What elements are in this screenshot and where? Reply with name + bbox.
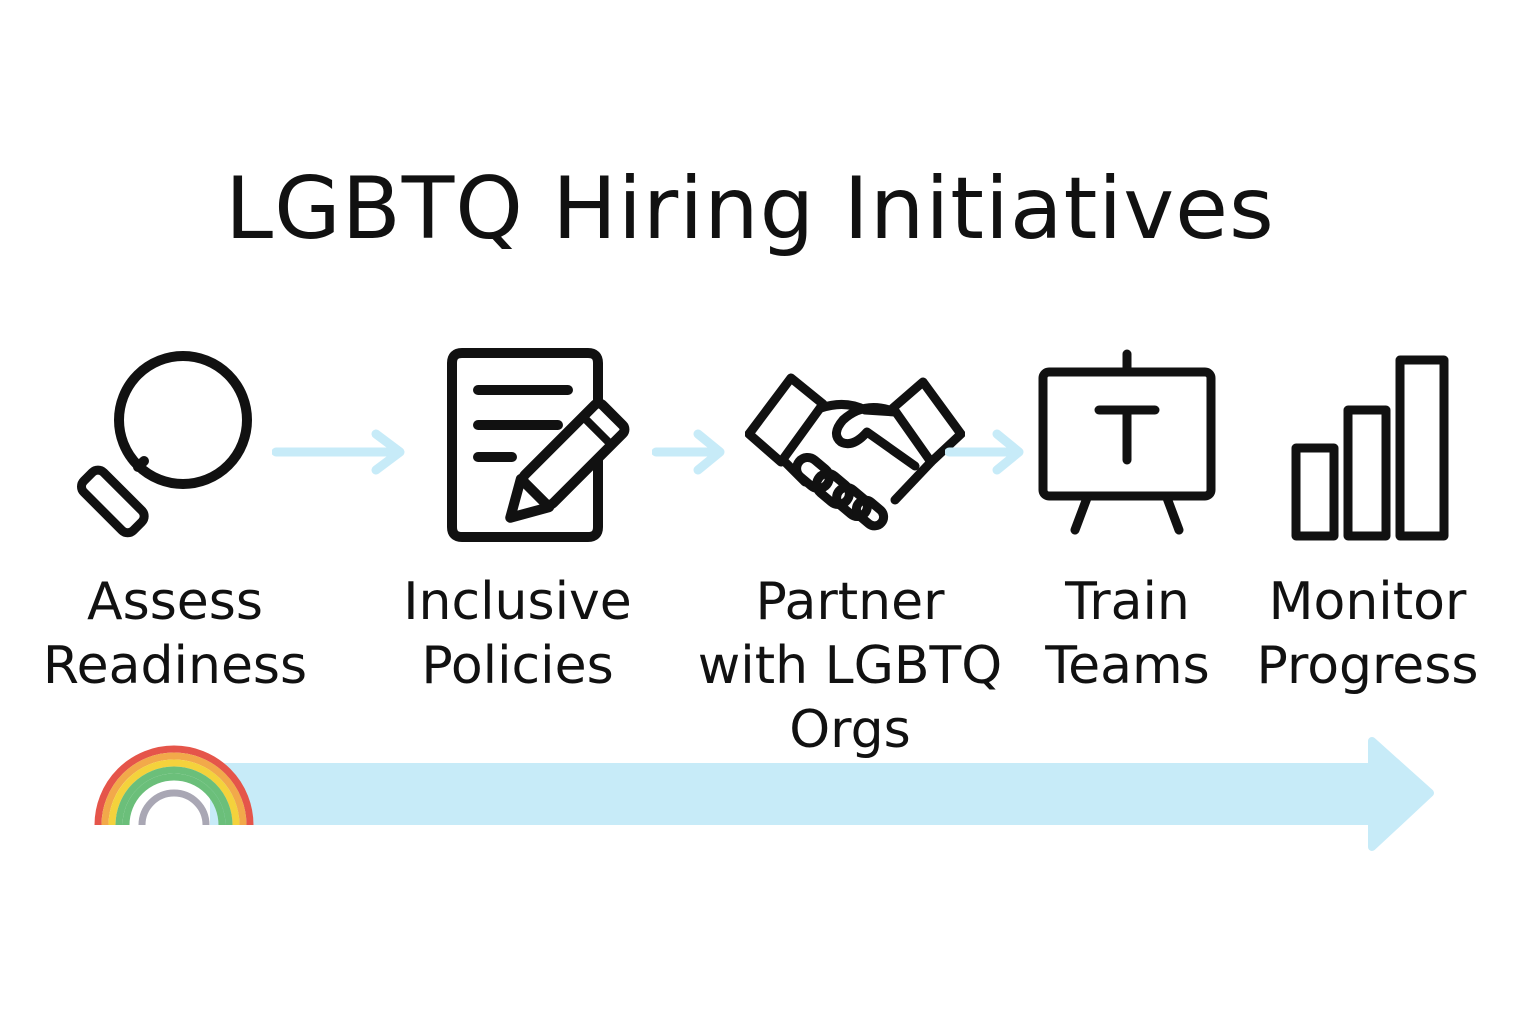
timeline-arrow xyxy=(90,735,1440,859)
step-label-inclusive-policies: Inclusive Policies xyxy=(403,572,632,696)
step-label-train-teams: Train Teams xyxy=(1045,572,1210,696)
step-label-monitor-progress: Monitor Progress xyxy=(1256,572,1479,696)
flow-arrow-3 xyxy=(944,428,1030,482)
magnifying-glass-icon xyxy=(60,350,270,550)
flow-arrow-2 xyxy=(651,428,732,482)
flow-arrow-1 xyxy=(271,428,412,482)
step-label-partner-with-lgbtq-orgs: Partner with LGBTQ Orgs xyxy=(697,572,1003,760)
rainbow-icon xyxy=(94,745,254,826)
document-pencil-icon xyxy=(440,345,650,550)
handshake-icon xyxy=(745,370,965,535)
step-label-assess-readiness: Assess Readiness xyxy=(42,572,308,696)
page-title: LGBTQ Hiring Initiatives xyxy=(225,158,1275,259)
easel-icon xyxy=(1035,348,1220,538)
bar-chart-icon xyxy=(1288,352,1458,547)
